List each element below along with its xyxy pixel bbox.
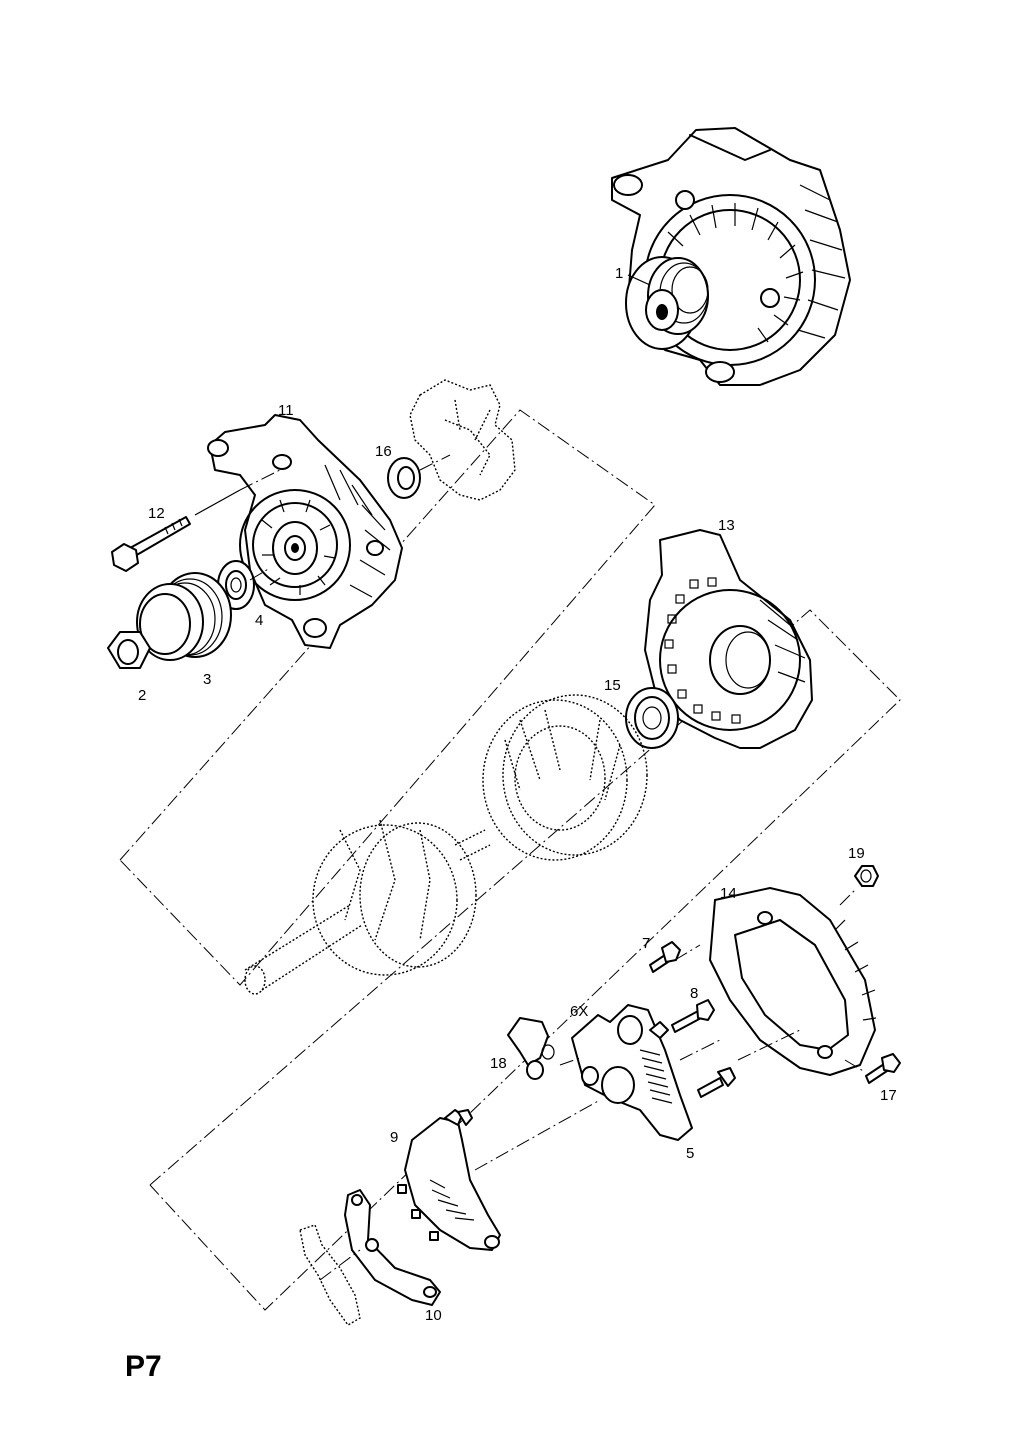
callout-19: 19 [848,845,865,862]
callout-2: 2 [138,687,146,704]
callout-14: 14 [720,885,737,902]
callout-10: 10 [425,1307,442,1324]
assembly-outline-upper [119,409,656,986]
part-5-regulator [571,1004,736,1141]
part-7-screw [649,941,681,973]
part-2-nut [107,631,151,669]
callout-9: 9 [390,1129,398,1146]
callout-3: 3 [203,671,211,688]
leader-lines [194,274,866,1281]
part-8-screw [671,999,715,1033]
callout-4: 4 [255,612,263,629]
callout-13: 13 [718,517,735,534]
part-14-rear-cover [709,887,877,1076]
part-10-plate [344,1189,441,1306]
callout-15: 15 [604,677,621,694]
part-19-nut [854,865,879,887]
part-15-bearing [625,687,679,749]
part-9-rectifier [397,1109,501,1251]
part-11-drive-end-housing [207,414,403,649]
callout-1: 1 [615,265,623,282]
part-3-pulley [136,572,232,661]
callout-12: 12 [148,505,165,522]
part-13-slip-ring-housing [644,529,813,749]
assembly-outline-lower [149,609,901,1311]
callout-6x: 6X [570,1003,588,1020]
callout-5: 5 [686,1145,694,1162]
callout-labels: 1 2 3 4 5 6X 7 8 9 10 11 12 13 14 15 16 … [138,265,897,1324]
callout-11: 11 [278,402,294,419]
callout-17: 17 [880,1087,897,1104]
part-17-screw [865,1053,901,1084]
part-16-bearing [387,457,421,499]
callout-7: 7 [642,935,650,952]
fan-ghost-outline [409,379,516,501]
callout-16: 16 [375,443,392,460]
page-label: P7 [125,1350,162,1383]
brush-holder-ghost-outline [299,1224,361,1326]
part-12-through-bolt [111,516,191,572]
stator-ghost-outline [482,694,648,861]
rotor-ghost-outline [244,819,491,995]
callout-8: 8 [690,985,698,1002]
callout-18: 18 [490,1055,507,1072]
part-18-terminal [507,1017,555,1080]
part-1-alternator-assembly [611,127,851,386]
